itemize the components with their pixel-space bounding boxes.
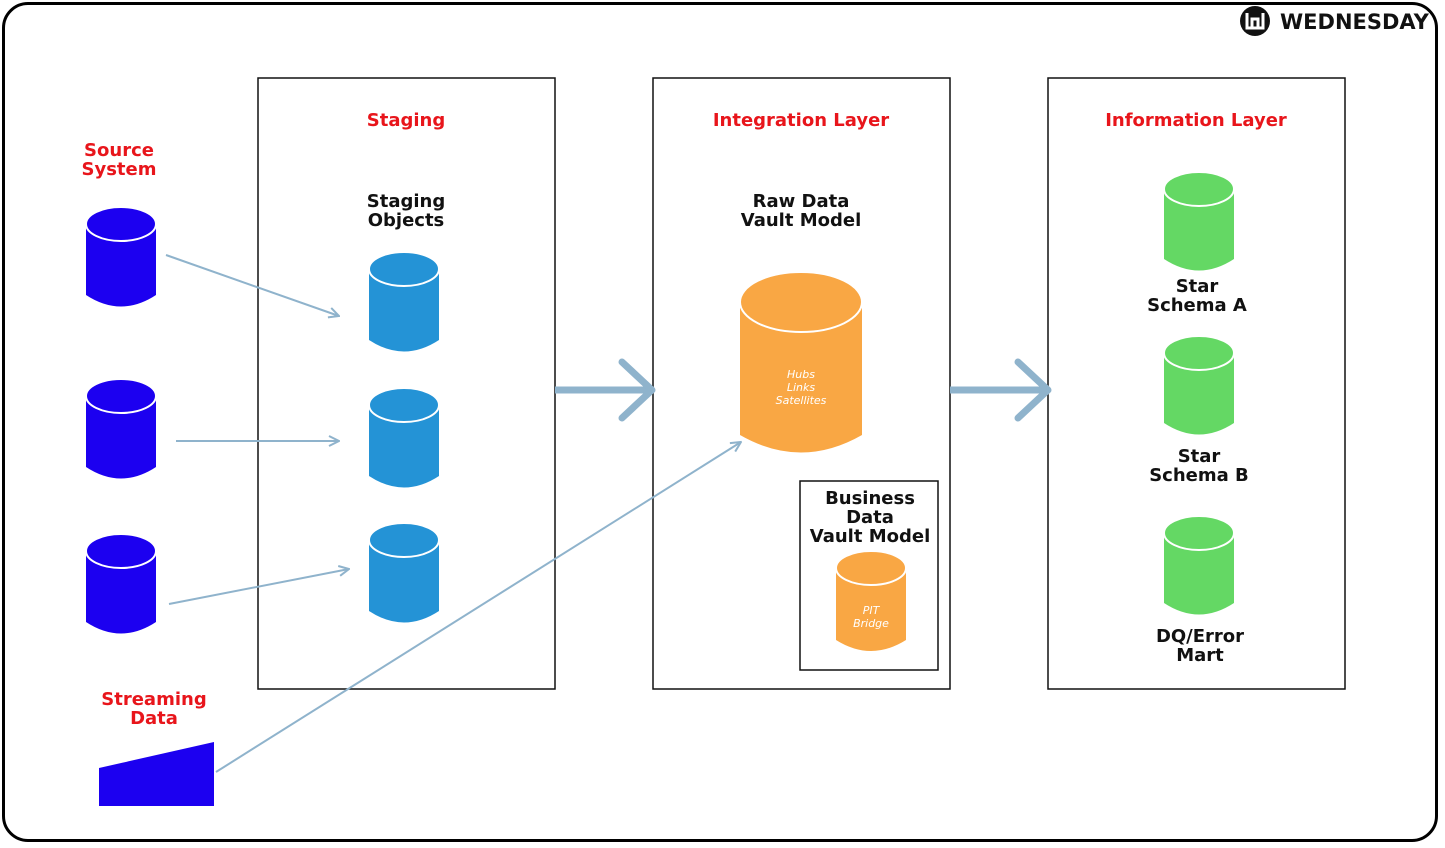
- integration-header: Integration Layer: [713, 110, 889, 131]
- business-vault-item-bridge: Bridge: [853, 617, 889, 630]
- dq-error-mart-label-line2: Mart: [1176, 645, 1224, 666]
- business-vault-box: [799, 480, 939, 671]
- source-1-to-staging-arrow: [165, 254, 339, 316]
- source-3-to-staging-arrow: [168, 569, 349, 605]
- streaming-source-icon: [99, 742, 214, 806]
- source-db-icon-1: [85, 206, 157, 307]
- dq-error-mart-label-line1: DQ/Error: [1156, 626, 1244, 647]
- streaming-data-label-line1: Streaming: [101, 689, 206, 710]
- star-schema-b-label-line2: Schema B: [1149, 465, 1249, 486]
- brand-logo: WEDNESDAY: [1240, 6, 1430, 36]
- business-vault-db-icon: [835, 550, 907, 651]
- integration-to-information-arrow: [950, 358, 1052, 422]
- staging-layer-box: [257, 77, 556, 690]
- staging-objects-label-line2: Objects: [368, 210, 445, 231]
- information-header: Information Layer: [1105, 110, 1287, 131]
- raw-vault-label-line2: Vault Model: [741, 210, 862, 231]
- raw-vault-label-line1: Raw Data: [753, 191, 850, 212]
- business-vault-label-line2: Data: [846, 507, 894, 528]
- raw-vault-db-icon: [739, 271, 863, 453]
- staging-db-icon-3: [368, 522, 440, 623]
- star-schema-b-db-icon: [1163, 335, 1235, 435]
- integration-layer-box: [652, 77, 951, 690]
- business-vault-item-pit: PIT: [863, 604, 881, 617]
- raw-vault-item-links: Links: [787, 381, 816, 394]
- source-system-label-line1: Source: [84, 140, 154, 161]
- source-system-label-line2: System: [82, 159, 157, 180]
- business-vault-label-line1: Business: [825, 488, 915, 509]
- staging-db-icon-1: [368, 251, 440, 352]
- source-db-icon-3: [85, 533, 157, 634]
- star-schema-b-label-line1: Star: [1178, 446, 1221, 467]
- raw-vault-item-satellites: Satellites: [776, 394, 827, 407]
- staging-objects-label-line1: Staging: [367, 191, 445, 212]
- staging-to-integration-arrow: [555, 358, 656, 422]
- raw-vault-item-hubs: Hubs: [787, 368, 815, 381]
- streaming-to-raw-vault-arrow: [215, 442, 741, 773]
- star-schema-a-label-line1: Star: [1176, 276, 1219, 297]
- brand-logo-icon: [1240, 6, 1270, 36]
- star-schema-a-label-line2: Schema A: [1147, 295, 1247, 316]
- business-vault-label-line3: Vault Model: [810, 526, 931, 547]
- streaming-data-label-line2: Data: [130, 708, 178, 729]
- staging-header: Staging: [367, 110, 445, 131]
- information-layer-box: [1047, 77, 1346, 690]
- source-db-icon-2: [85, 378, 157, 479]
- staging-db-icon-2: [368, 387, 440, 488]
- brand-name: WEDNESDAY: [1280, 10, 1430, 34]
- dq-error-mart-db-icon: [1163, 515, 1235, 615]
- star-schema-a-db-icon: [1163, 171, 1235, 271]
